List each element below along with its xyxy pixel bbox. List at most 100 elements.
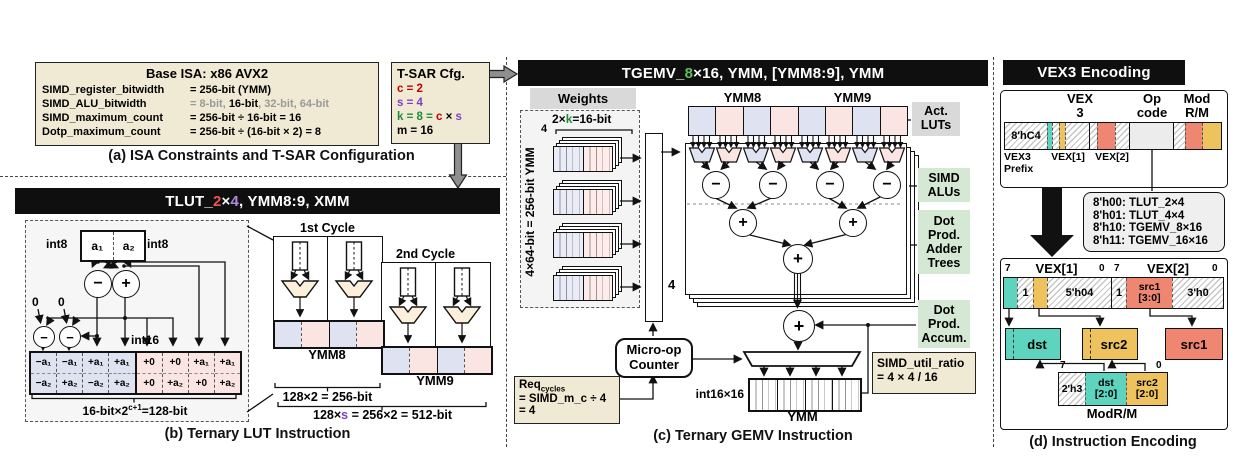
register-cell xyxy=(409,348,437,373)
opcode-list-box: 8'h00: TLUT_2×4 8'h01: TLUT_4×4 8'h10: T… xyxy=(1083,192,1225,252)
int8-label-right: int8 xyxy=(147,237,169,251)
isa-key: SIMD_ALU_bitwidth xyxy=(42,98,147,110)
simd-alus-label: SIMD ALUs xyxy=(918,168,970,202)
int8-label-left: int8 xyxy=(46,237,68,251)
gray-flow-arrows xyxy=(448,64,519,190)
isa-value: = 256-bit ÷ (16-bit × 2) = 8 xyxy=(190,126,322,138)
field-src220: src2 [2:0] xyxy=(1126,373,1167,405)
plus-icon: + xyxy=(793,315,805,336)
vex2-label: VEX[2] xyxy=(1147,261,1189,276)
tgemv-title-bar: TGEMV_8×16, YMM, [YMM8:9], YMM xyxy=(518,60,988,86)
minus-alu: − xyxy=(84,270,112,298)
minus-icon: − xyxy=(93,275,103,292)
int16-label: int16 xyxy=(131,333,160,347)
lut-cell: +a₁+a₂ xyxy=(213,353,240,393)
opcode-header: Op code xyxy=(1136,91,1168,121)
minus-icon: − xyxy=(40,329,48,345)
lut-table: −a₁−a₂ −a₁+a₂ +a₁−a₂ +a₁+a₂ +0+0 +0+a₂ +… xyxy=(29,351,242,395)
field-one: 1 xyxy=(1111,278,1126,308)
vex3-title-bar: VEX3 Encoding xyxy=(1003,60,1185,85)
weights-dim-label: 2×k=16-bit xyxy=(552,112,612,126)
bit7-label: 7 xyxy=(1114,263,1120,274)
lane-count-label: 4 xyxy=(668,277,676,292)
weight-stack xyxy=(553,266,623,302)
plus-icon: + xyxy=(848,214,858,231)
isa-value: = 256-bit (YMM) xyxy=(190,84,271,96)
field xyxy=(1115,123,1129,149)
req-line3: = 4 xyxy=(519,405,536,418)
isa-key: SIMD_register_bitwidth xyxy=(42,84,165,96)
register-cell xyxy=(715,107,743,135)
opcode-field xyxy=(1129,123,1173,149)
register-cell xyxy=(824,107,853,135)
field-vvvv xyxy=(1059,123,1065,149)
field-5h04: 5'h04 xyxy=(1047,278,1111,308)
req-line2: = SIMD_m_c ÷ 4 xyxy=(519,393,607,406)
register-group xyxy=(804,380,833,410)
util-line2: = 4 × 4 / 16 xyxy=(877,370,938,384)
vex2-below-label: VEX[2] xyxy=(1095,151,1129,163)
tgemv-title-pre: TGEMV_ xyxy=(621,64,685,82)
bit0-label: 0 xyxy=(1156,360,1162,371)
separator-bc xyxy=(506,57,507,447)
cycle1-label: 1st Cycle xyxy=(300,221,355,235)
field-2h3: 2'h3 xyxy=(1059,373,1085,405)
output-register xyxy=(748,378,862,412)
accum-label: Dot Prod. Accum. xyxy=(918,300,970,348)
plus-icon: + xyxy=(121,275,131,292)
prefix-field: 8'hC4 xyxy=(1005,123,1047,149)
isa-row: Dotp_maximum_count = 256-bit ÷ (16-bit ×… xyxy=(42,126,372,138)
opcode-item: 8'h00: TLUT_2×4 xyxy=(1093,197,1185,209)
field xyxy=(1065,123,1089,149)
bit0-label: 0 xyxy=(1212,263,1218,274)
field-one: 1 xyxy=(1017,278,1033,308)
microop-counter-box: Micro-op Counter xyxy=(615,338,693,378)
register-cell xyxy=(355,322,383,347)
lut-cell: +a₁+a₂ xyxy=(108,353,135,393)
weight-stack xyxy=(553,223,623,259)
field-vvvv xyxy=(1033,278,1047,308)
isa-row: SIMD_maximum_count = 256-bit ÷ 16-bit = … xyxy=(42,112,372,124)
ymm8-label-c: YMM8 xyxy=(723,90,762,105)
weights-side-label: 4×64-bit = 256-bit YMM xyxy=(523,147,537,277)
minus-alu: − xyxy=(816,171,844,199)
plus-adder: + xyxy=(729,209,757,237)
out-type-label: int16×16 xyxy=(695,387,744,401)
isa-key: Dotp_maximum_count xyxy=(42,126,161,138)
tsar-config-box: T-SAR Cfg. c = 2 s = 4 k = 8 = c × s m =… xyxy=(391,62,490,144)
register-cell xyxy=(770,107,798,135)
minus-icon: − xyxy=(882,176,892,193)
tlut-title-c: 2 xyxy=(212,192,222,210)
act-luts-label: Act. LUTs xyxy=(912,102,960,136)
req-line1: Reqcycles xyxy=(519,379,566,394)
int8-operand-box: a₁ a₂ xyxy=(80,230,146,262)
register-group xyxy=(750,380,777,410)
caption-a: (a) ISA Constraints and T-SAR Configurat… xyxy=(108,148,415,164)
register-cell xyxy=(328,322,356,347)
plus-icon: + xyxy=(793,249,803,268)
register-cell xyxy=(383,348,410,373)
ymm8-register-row xyxy=(273,320,385,349)
vex1-label: VEX[1] xyxy=(1035,261,1078,276)
modrm-byte-row: 2'h3 dst [2:0] src2 [2:0] xyxy=(1058,372,1168,406)
register-group xyxy=(776,380,805,410)
panel-d-wires xyxy=(1004,148,1197,371)
bit7-label: 7 xyxy=(1005,263,1011,274)
base-isa-title: Base ISA: x86 AVX2 xyxy=(145,66,269,81)
bit0-label: 0 xyxy=(1099,263,1105,274)
ymm9-label-c: YMM9 xyxy=(833,90,872,105)
register-cell xyxy=(852,107,880,135)
adder-trees-label: Dot Prod. Adder Trees xyxy=(918,210,970,274)
field-3h0: 3'h0 xyxy=(1172,278,1223,308)
tsar-c: c = 2 xyxy=(397,83,423,95)
dim-256-label: 128×2 = 256-bit xyxy=(282,390,373,404)
register-cell xyxy=(797,107,825,135)
tgemv-title-post: ×16, YMM, [YMM8:9], YMM xyxy=(693,64,885,82)
minus-alu: − xyxy=(702,171,730,199)
minus-alu: − xyxy=(873,171,901,199)
minus-alu: − xyxy=(759,171,787,199)
tsar-s: s = 4 xyxy=(397,97,423,109)
field-src1: src1 [3:0] xyxy=(1126,278,1172,308)
weights-label: Weights xyxy=(530,88,636,109)
dim-512-label: 128×s = 256×2 = 512-bit xyxy=(313,408,452,422)
